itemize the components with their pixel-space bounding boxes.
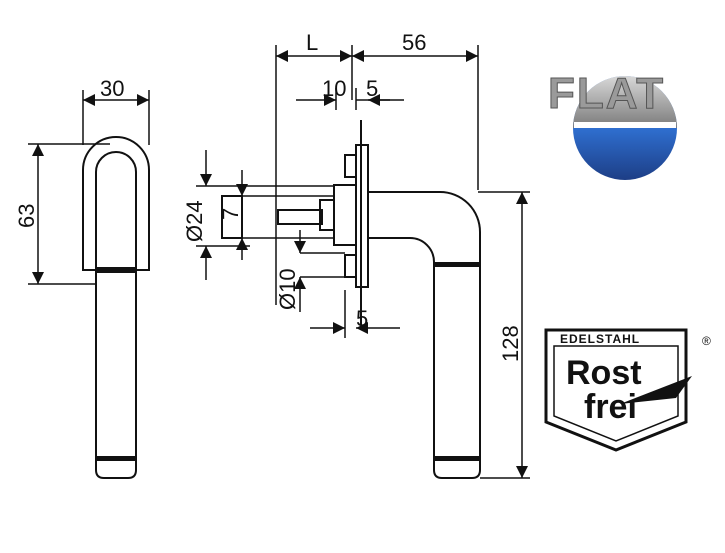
registered-mark: ® [702, 334, 711, 348]
front-view-handle: 30 63 [14, 76, 150, 479]
side-view-handle: L 56 10 5 Ø24 7 Ø10 5 128 [182, 30, 530, 479]
dim-height-63: 63 [14, 204, 39, 228]
dim-10: 10 [322, 76, 346, 101]
dim-7: 7 [218, 208, 243, 220]
dim-height-128: 128 [498, 325, 523, 362]
dim-5-top: 5 [366, 76, 378, 101]
dim-56: 56 [402, 30, 426, 55]
dim-5-bottom: 5 [356, 306, 368, 331]
rostfrei-logo: EDELSTAHL ® Rost frei [544, 328, 711, 452]
dim-dia24: Ø24 [182, 200, 207, 242]
flat-logo-text: FLAT [548, 69, 665, 118]
dim-dia10: Ø10 [275, 268, 300, 310]
edelstahl-text: EDELSTAHL [560, 332, 640, 346]
dim-L: L [306, 30, 318, 55]
rost-text: Rost [566, 354, 642, 392]
dim-width-30: 30 [100, 76, 124, 101]
frei-text: frei [584, 388, 637, 426]
sparkle-icon [620, 376, 692, 404]
flat-logo: FLAT [548, 69, 677, 180]
